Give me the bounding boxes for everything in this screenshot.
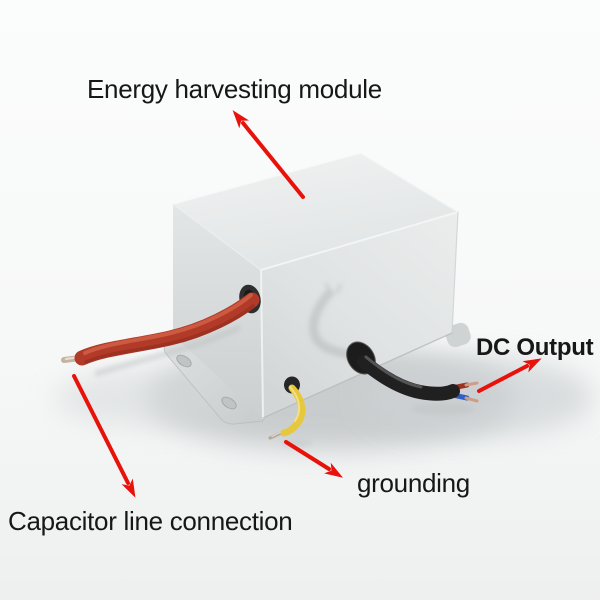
grounding-wire [268,376,306,440]
red-wire-highlight [83,293,253,355]
box-top-face [173,153,458,270]
red-wire-sheath [74,292,260,366]
label-capacitor-line-connection: Capacitor line connection [8,506,293,536]
dc-wire-shadow [411,403,475,415]
red-wire-shadow [94,324,242,377]
arrow-to-dc-output-label-icon [477,358,542,393]
callout-arrows [72,110,542,498]
yellow-wire-highlight [289,386,301,422]
capacitor-wire [61,284,261,366]
red-wire-shade [84,304,255,364]
arrow-to-module-icon [232,110,305,199]
box-front-face [261,212,458,418]
label-dc-output: DC Output [476,334,594,361]
bare-wire-strands [271,430,283,438]
dc-output-wire [346,341,479,403]
dc-core-red-tip [464,381,479,387]
label-energy-harvesting-module: Energy harvesting module [87,74,382,104]
label-grounding: grounding [357,468,470,498]
shadow-right [363,357,593,437]
flange-slot [176,354,192,368]
module-enclosure [163,152,471,425]
cable-shadow-on-face [309,282,357,361]
dc-cable-highlight [364,355,423,389]
yellow-wire-sheath [280,384,306,437]
box-left-face [173,204,263,418]
dc-core-blue-tip [464,396,479,403]
arrow-to-capacitor-label-icon [72,374,136,498]
arrow-to-grounding-label-icon [284,440,344,478]
box-edges [172,152,459,419]
flange-slot [221,396,237,410]
dc-cable-sheath [357,355,460,401]
